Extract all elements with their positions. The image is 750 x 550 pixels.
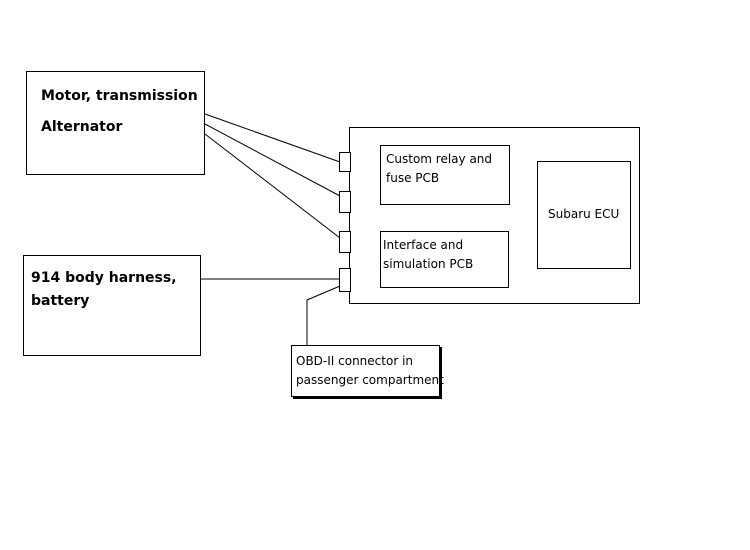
connector-4: [339, 268, 351, 292]
relay-fuse-pcb-label-1: Custom relay and: [386, 152, 493, 166]
alternator-label: Alternator: [41, 119, 123, 135]
obd-connector-label-2: passenger compartment: [296, 373, 444, 387]
obd-connector-box: [291, 345, 440, 397]
wire-motor-to-connector-2: [204, 123, 341, 197]
body-harness-box: [23, 255, 201, 356]
relay-fuse-pcb-label-2: fuse PCB: [386, 171, 440, 185]
battery-label: battery: [31, 293, 90, 309]
wire-motor-to-connector-1: [204, 113, 341, 163]
body-harness-label: 914 body harness,: [31, 270, 177, 286]
subaru-ecu-box: [537, 161, 631, 269]
motor-transmission-box: [26, 71, 205, 175]
motor-transmission-label: Motor, transmission: [41, 88, 198, 104]
wire-motor-to-connector-3: [204, 133, 341, 239]
subaru-ecu-label: Subaru ECU: [548, 207, 620, 221]
obd-connector-label-1: OBD-II connector in: [296, 354, 414, 368]
relay-fuse-pcb-box: [380, 145, 510, 205]
connector-3: [339, 231, 351, 253]
interface-pcb-box: [380, 231, 509, 288]
connector-1: [339, 152, 351, 172]
interface-pcb-label-1: Interface and: [383, 238, 464, 252]
connector-2: [339, 191, 351, 213]
wire-obd-to-connector-4: [306, 285, 341, 345]
interface-pcb-label-2: simulation PCB: [383, 257, 474, 271]
